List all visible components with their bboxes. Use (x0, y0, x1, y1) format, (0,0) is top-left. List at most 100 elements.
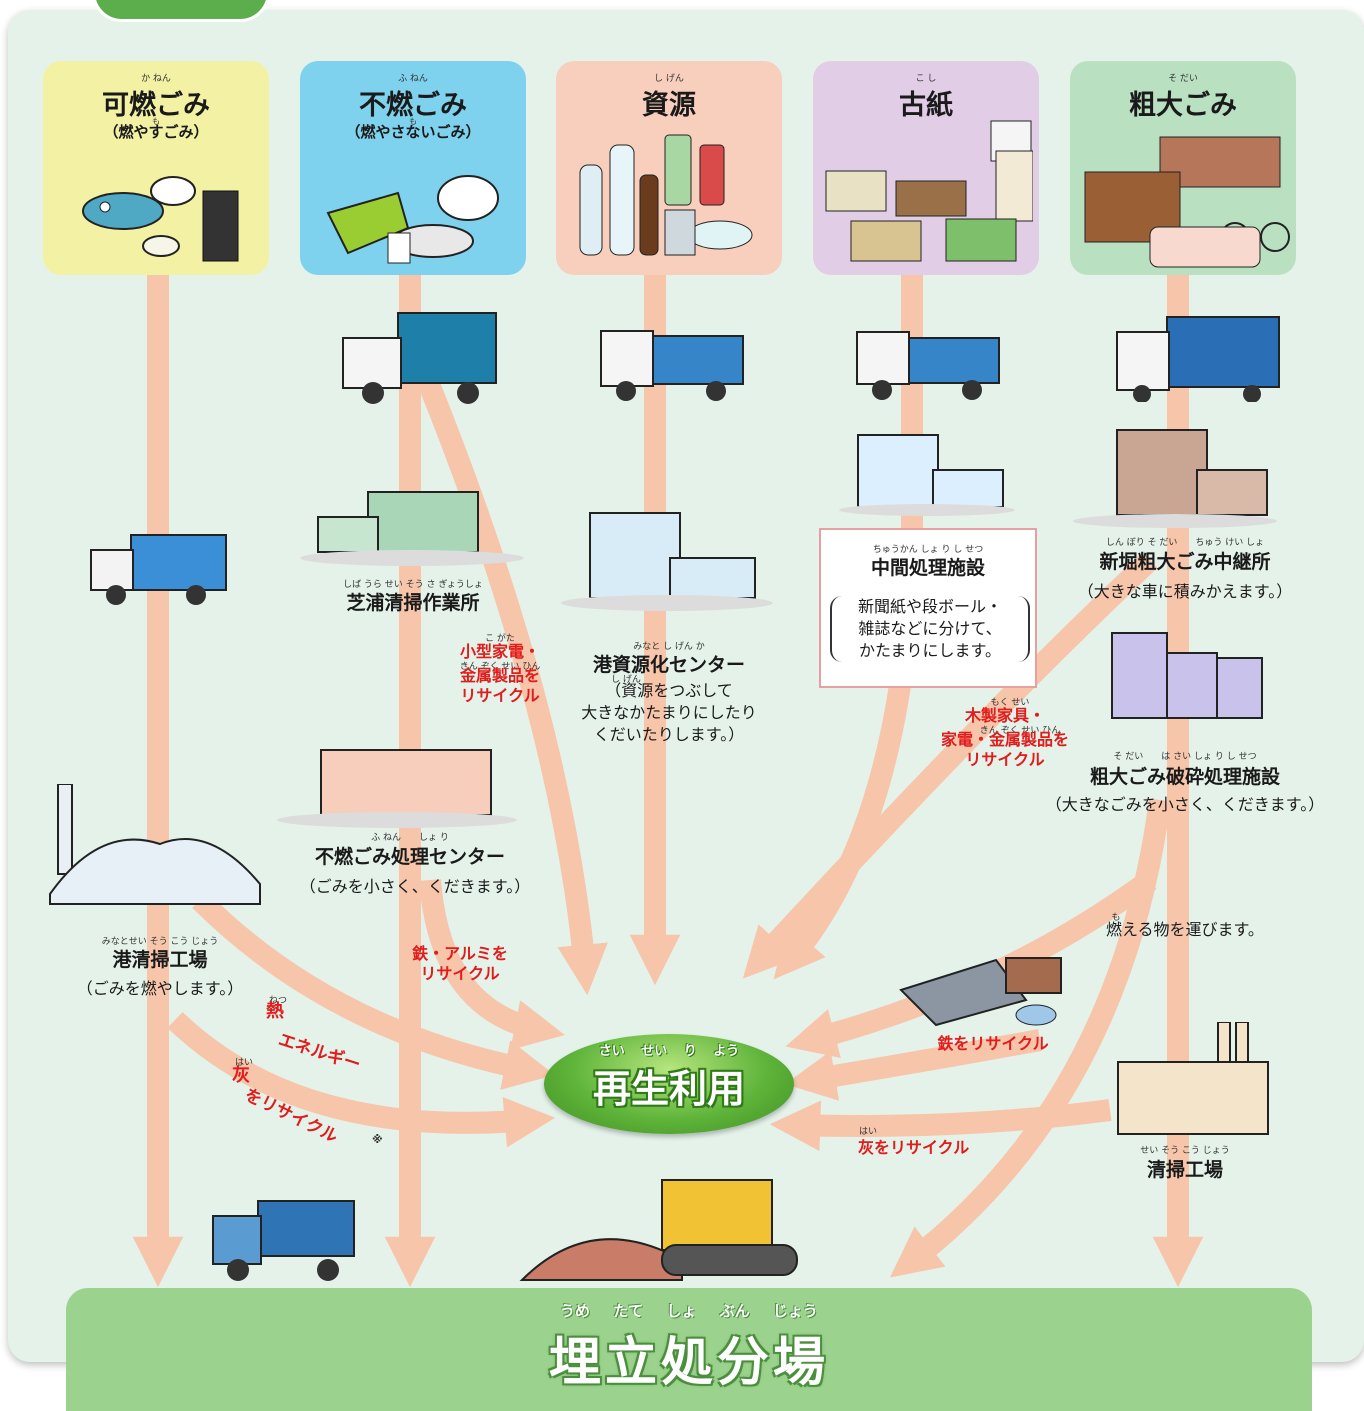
bulldozer-icon (519, 1179, 798, 1281)
ash-recycle-left-label-1: 灰 (232, 1065, 250, 1086)
label-ruby: きん ぞく せい ひん (459, 662, 541, 672)
label-line: 金属製品を (459, 666, 540, 685)
nonburnable-center-name: 不燃ごみ処理センター (314, 846, 505, 868)
small-appliance-recycle-label: 小型家電・ 金属製品を リサイクル (440, 642, 560, 706)
label-ruby: こ がた (485, 634, 515, 644)
label-line: リサイクル (460, 686, 540, 705)
intermediate-facility-name: 中間処理施設 (870, 557, 985, 579)
arrow-iron-reuse (785, 1029, 1042, 1101)
reuse-title: 再生利用 (592, 1067, 745, 1111)
label-ruby: も (1111, 913, 1121, 923)
minato-recycle-center-name: 港資源化センター (592, 654, 745, 676)
label-line: 鉄・アルミを (412, 944, 508, 963)
facility-ruby: みなとせい そう こう じょう (101, 937, 219, 947)
card-title: 粗大ごみ (1129, 90, 1237, 121)
minato-plant-note: （ごみを燃やします。） (76, 979, 244, 998)
card-ruby: こ し (915, 74, 937, 84)
burnable-waste-illustration (82, 176, 239, 262)
crushing-facility-icon (1111, 632, 1263, 719)
label-line: 家電・金属製品を (940, 730, 1069, 749)
recycle-center-building-icon (561, 512, 773, 611)
card-ruby: そ だい (1168, 74, 1198, 84)
label-ruby: もく せい (990, 698, 1030, 708)
card-kanen: か ねん 可燃ごみ も （燃やすごみ） (43, 61, 269, 275)
cleaning-plant-name: 清掃工場 (1146, 1159, 1223, 1181)
bulky-crushing-facility-name: 粗大ごみ破砕処理施設 (1089, 766, 1280, 788)
ash-recycle-right-label: 灰をリサイクル (858, 1138, 970, 1157)
note-line: かたまりにします。 (859, 641, 1001, 660)
card-ruby: し げん (654, 74, 684, 84)
iron-aluminum-recycle-label: 鉄・アルミを リサイクル (400, 944, 520, 984)
facility-ruby: そ だい は さい しょ り し せつ (1113, 752, 1257, 762)
label-ruby: きん ぞく せい ひん (979, 726, 1061, 736)
card-koshi: こ し 古紙 (813, 61, 1039, 275)
iron-recycle-label: 鉄をリサイクル (937, 1034, 1049, 1053)
shinbori-relay-note: （大きな車に積みかえます。） (1077, 582, 1293, 601)
nonburnable-center-note: （ごみを小さく、くだきます。） (299, 877, 531, 896)
cargo-truck-icon (342, 312, 497, 404)
note-line: （資源をつぶして (605, 681, 733, 700)
card-ruby: か ねん (141, 74, 171, 84)
scrap-metal-icon (899, 957, 1062, 1027)
arrow-plant-reuse (769, 1099, 1112, 1152)
intermediate-building-icon (839, 434, 1015, 516)
note-line: 大きなかたまりにしたり (581, 703, 757, 722)
card-subtitle: （燃やさないごみ） (345, 123, 481, 141)
shibaura-facility-name: 芝浦清掃作業所 (346, 592, 480, 614)
card-ruby: ふ ねん (398, 74, 428, 84)
facility-ruby: しば うら せい そう さ ぎょうしょ (343, 580, 483, 590)
garbage-truck-icon (90, 534, 227, 605)
burnable-transport-note: 燃える物を運びます。 (1106, 920, 1264, 939)
cleaning-plant-icon (1117, 1022, 1269, 1135)
facility-ruby: せい そう こう じょう (1140, 1146, 1230, 1156)
intermediate-facility-note: 新聞紙や段ボール・ 雑誌などに分けて、 かたまりにします。 (830, 596, 1030, 662)
landfill-ruby: うめ たて しょ ぶん じょう (560, 1302, 818, 1320)
note-line: 新聞紙や段ボール・ (857, 597, 1002, 616)
note-line: くだいたりします。） (593, 725, 745, 744)
shibaura-building-icon (300, 491, 524, 566)
ash-recycle-footnote-mark: ※ (372, 1133, 383, 1146)
arrow-heat-energy (192, 892, 555, 1090)
landfill-truck-icon (212, 1200, 355, 1281)
label-ruby: ねつ (268, 996, 287, 1006)
heat-energy-label-1: 熱 (266, 1001, 284, 1022)
facility-note-ruby: し げん (611, 675, 641, 685)
waste-paper-illustration (825, 120, 1033, 262)
reuse-ruby: さい せい り よう (598, 1044, 740, 1059)
arrow-shibaura-reuse (404, 345, 608, 996)
shinbori-building-icon (1073, 429, 1277, 528)
card-title: 不燃ごみ (359, 90, 467, 121)
card-sodai: そ だい 粗大ごみ (1070, 61, 1296, 275)
nonburnable-center-building-icon (277, 749, 517, 828)
nonburnable-waste-illustration (326, 175, 499, 264)
label-ruby: はい (858, 1127, 877, 1137)
facility-ruby: ふ ねん しょ り (371, 833, 449, 843)
note-line: 雑誌などに分けて、 (858, 619, 1002, 638)
label-line: 小型家電・ (459, 642, 540, 661)
facility-ruby: ちゅうかん しょ り し せつ (872, 545, 984, 555)
label-line: 木製家具・ (964, 706, 1045, 725)
resources-illustration (579, 134, 753, 256)
card-title: 古紙 (899, 90, 953, 121)
bulky-waste-illustration (1084, 136, 1290, 268)
shinbori-relay-name: 新堀粗大ごみ中継所 (1099, 551, 1271, 573)
label-line: リサイクル (965, 750, 1045, 769)
minato-recycle-center-note: （資源をつぶして 大きなかたまりにしたり くだいたりします。） (546, 680, 792, 746)
minato-incineration-plant-icon (49, 784, 261, 905)
landfill-bar (66, 1288, 1312, 1411)
bulky-crushing-facility-note: （大きなごみを小さく、くだきます。） (1045, 795, 1325, 814)
card-sub-ruby: も (152, 117, 160, 126)
label-ruby: はい (234, 1058, 253, 1068)
landfill-title: 埋立処分場 (548, 1333, 829, 1393)
arrow-crush-landfill (889, 798, 1171, 1278)
container-truck-icon (1116, 316, 1280, 402)
minato-plant-name: 港清掃工場 (112, 949, 208, 971)
arrow-ash-left (167, 1012, 556, 1148)
card-sub-ruby: も (409, 117, 417, 126)
facility-ruby: みなと し げん か (633, 642, 705, 652)
card-title: 資源 (642, 90, 696, 121)
card-shigen: し げん 資源 (556, 61, 782, 275)
wood-furniture-recycle-label: 木製家具・ 家電・金属製品を リサイクル (930, 706, 1080, 770)
intermediate-facility-box (819, 528, 1037, 688)
card-funen: ふ ねん 不燃ごみ も （燃やさないごみ） (300, 61, 526, 275)
